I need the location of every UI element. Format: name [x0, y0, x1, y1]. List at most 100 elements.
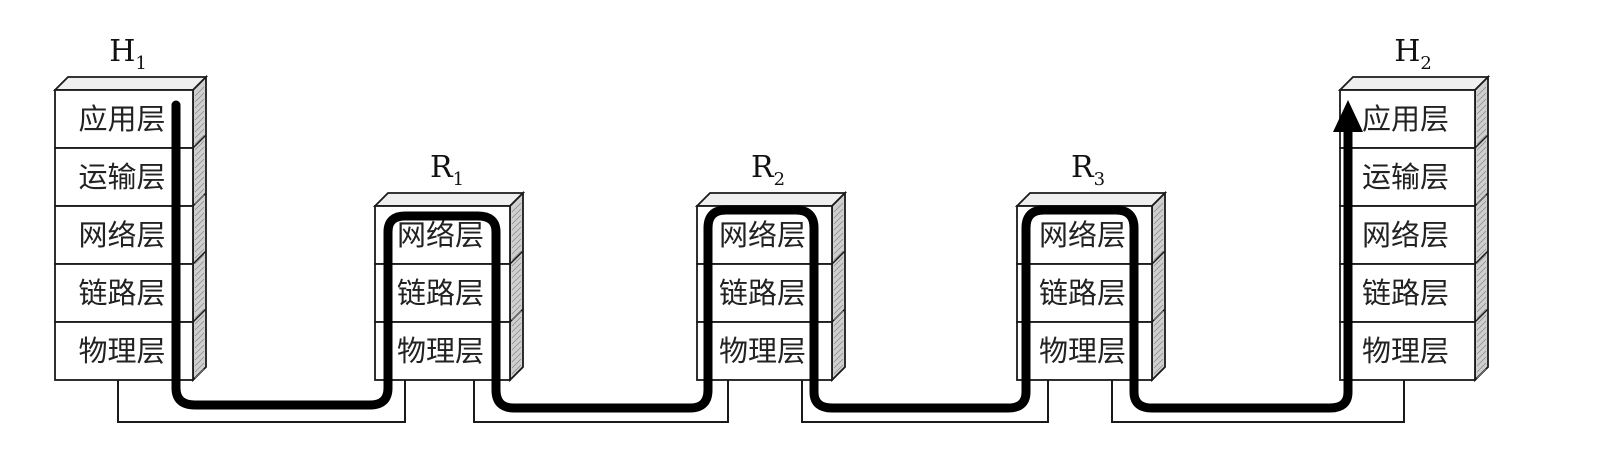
- side-hatch: [194, 284, 205, 295]
- layer-label: 物理层: [78, 334, 165, 368]
- side-divider: [1474, 308, 1489, 323]
- side-hatch: [1153, 208, 1164, 219]
- side-hatch: [1476, 194, 1487, 205]
- layer-label: 链路层: [1362, 276, 1449, 310]
- side-hatch: [1153, 364, 1164, 375]
- layer-label: 物理层: [1362, 334, 1449, 368]
- side-hatch: [511, 220, 522, 231]
- side-hatch: [1476, 326, 1487, 337]
- side-divider: [1474, 250, 1489, 265]
- side-hatch: [1476, 290, 1487, 301]
- node-label: R3: [1071, 150, 1105, 190]
- side-hatch: [511, 262, 522, 273]
- side-hatch: [194, 254, 205, 265]
- side-hatch: [511, 334, 522, 345]
- side-hatch: [833, 232, 844, 243]
- node-label-name: R: [430, 150, 454, 185]
- side-hatch: [1476, 296, 1487, 307]
- layer-label: 网络层: [719, 218, 806, 252]
- side-hatch: [1153, 304, 1164, 315]
- side-hatch: [833, 214, 844, 225]
- side-hatch: [511, 214, 522, 225]
- side-hatch: [194, 272, 205, 283]
- side-hatch: [1476, 344, 1487, 355]
- side-hatch: [1153, 262, 1164, 273]
- data-flow-line: [171, 100, 1353, 413]
- side-hatch: [194, 134, 205, 145]
- node-label-subscript: 2: [774, 169, 785, 190]
- side-hatch: [1476, 242, 1487, 253]
- side-hatch: [511, 346, 522, 357]
- side-hatch: [833, 346, 844, 357]
- layer-box: [374, 263, 511, 323]
- side-hatch: [194, 302, 205, 313]
- side-hatch: [511, 310, 522, 321]
- stack-top-face: [694, 192, 848, 207]
- side-hatch: [1476, 140, 1487, 151]
- layer-label: 应用层: [78, 102, 165, 136]
- layer-label: 链路层: [1039, 276, 1126, 310]
- side-hatch: [511, 250, 522, 261]
- side-hatch: [194, 314, 205, 325]
- side-hatch: [511, 256, 522, 267]
- side-hatch: [1153, 250, 1164, 261]
- side-hatch: [1476, 314, 1487, 325]
- side-hatch: [833, 328, 844, 339]
- side-hatch: [1476, 176, 1487, 187]
- side-hatch: [194, 350, 205, 361]
- side-hatch: [833, 304, 844, 315]
- side-hatch: [833, 280, 844, 291]
- node-label-name: R: [751, 150, 775, 185]
- side-hatch: [833, 334, 844, 345]
- side-hatch: [194, 344, 205, 355]
- side-hatch: [833, 358, 844, 369]
- side-hatch: [194, 98, 205, 109]
- stack-side-face: [1474, 74, 1489, 383]
- side-hatch: [1476, 362, 1487, 373]
- side-hatch: [1476, 152, 1487, 163]
- node-label-subscript: 1: [453, 169, 464, 190]
- side-hatch: [194, 224, 205, 235]
- side-hatch: [511, 232, 522, 243]
- side-divider: [509, 250, 524, 265]
- side-hatch: [1476, 320, 1487, 331]
- layer-label: 运输层: [78, 160, 165, 194]
- side-hatch: [511, 274, 522, 285]
- side-hatch: [1476, 284, 1487, 295]
- side-hatch: [1476, 230, 1487, 241]
- layer-box: [1339, 89, 1476, 149]
- side-hatch: [1476, 218, 1487, 229]
- side-hatch: [1476, 278, 1487, 289]
- side-hatch: [1476, 212, 1487, 223]
- side-hatch: [1476, 86, 1487, 97]
- layer-label: 链路层: [719, 276, 806, 310]
- side-hatch: [194, 368, 205, 379]
- side-divider: [1151, 250, 1166, 265]
- side-hatch: [194, 230, 205, 241]
- layer-box: [54, 205, 194, 265]
- side-hatch: [194, 92, 205, 103]
- side-hatch: [833, 244, 844, 255]
- side-hatch: [511, 244, 522, 255]
- side-hatch: [1476, 146, 1487, 157]
- side-divider: [192, 250, 207, 265]
- layer-label: 网络层: [1362, 218, 1449, 252]
- side-hatch: [1153, 232, 1164, 243]
- layer-label: 链路层: [78, 276, 165, 310]
- side-hatch: [194, 152, 205, 163]
- side-hatch: [1476, 110, 1487, 121]
- stack-top-face: [372, 192, 526, 207]
- side-hatch: [194, 338, 205, 349]
- side-hatch: [1476, 302, 1487, 313]
- side-hatch: [511, 340, 522, 351]
- side-hatch: [1476, 188, 1487, 199]
- side-hatch: [1476, 200, 1487, 211]
- layer-box: [1339, 321, 1476, 381]
- link-line-4: [1111, 380, 1405, 423]
- side-hatch: [194, 320, 205, 331]
- side-hatch: [511, 226, 522, 237]
- side-hatch: [1476, 98, 1487, 109]
- side-hatch: [1153, 274, 1164, 285]
- side-hatch: [833, 226, 844, 237]
- side-hatch: [1153, 268, 1164, 279]
